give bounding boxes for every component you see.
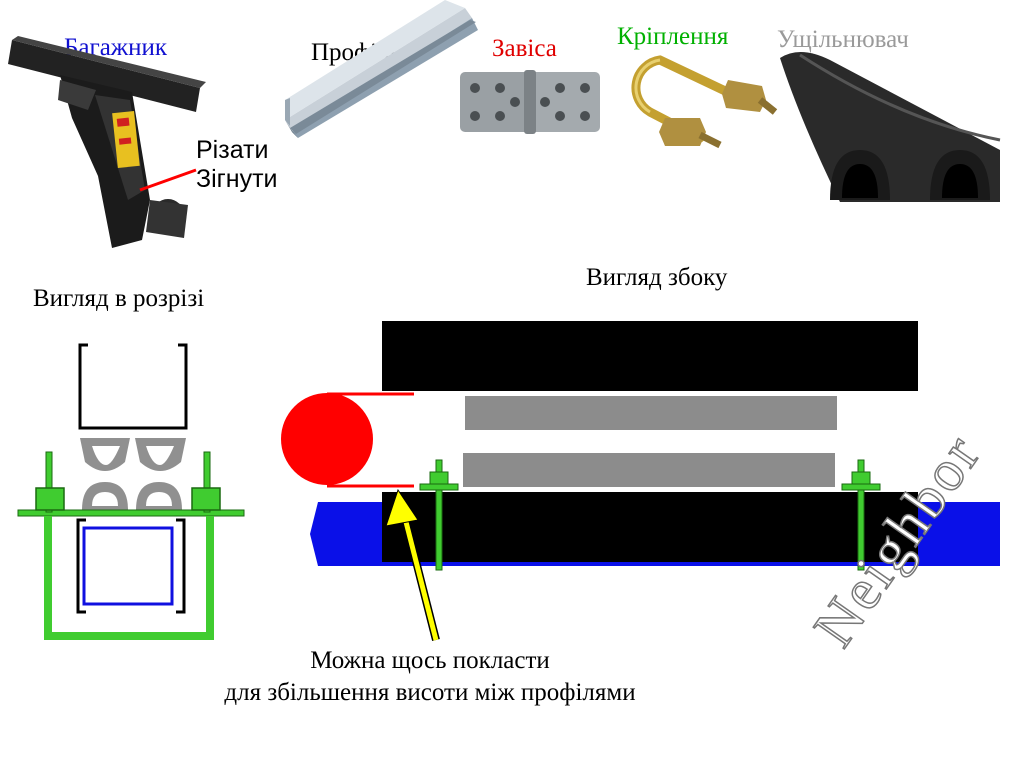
section-seals	[80, 438, 186, 510]
cut-note-line1: Різати	[196, 136, 269, 164]
side-view-title: Вигляд збоку	[586, 264, 728, 291]
caption-line1: Можна щось покласти	[310, 647, 550, 674]
hinge-circle	[281, 393, 373, 485]
fastener-label: Кріплення	[617, 23, 729, 50]
lower-gray-strip	[463, 453, 835, 487]
top-black-profile	[382, 321, 918, 391]
caption: Можна щось покласти для збільшення висот…	[0, 645, 860, 709]
profile-label: Профіль	[311, 39, 402, 66]
caption-line2: для збільшення висоти між профілями	[224, 679, 636, 706]
rack-cut-note: Різати Зігнути	[196, 136, 278, 194]
upper-gray-strip	[465, 396, 837, 430]
rack-label: Багажник	[64, 34, 167, 61]
section-view-title: Вигляд в розрізі	[33, 285, 205, 312]
watermark: Neighbor	[800, 421, 994, 659]
seal-label: Ущільнювач	[777, 26, 909, 53]
yellow-arrow-icon	[385, 488, 440, 641]
left-fastener	[419, 459, 459, 571]
bottom-black-profile	[382, 492, 918, 562]
cut-note-line2: Зігнути	[196, 165, 278, 193]
hinge-label: Завіса	[492, 35, 557, 62]
